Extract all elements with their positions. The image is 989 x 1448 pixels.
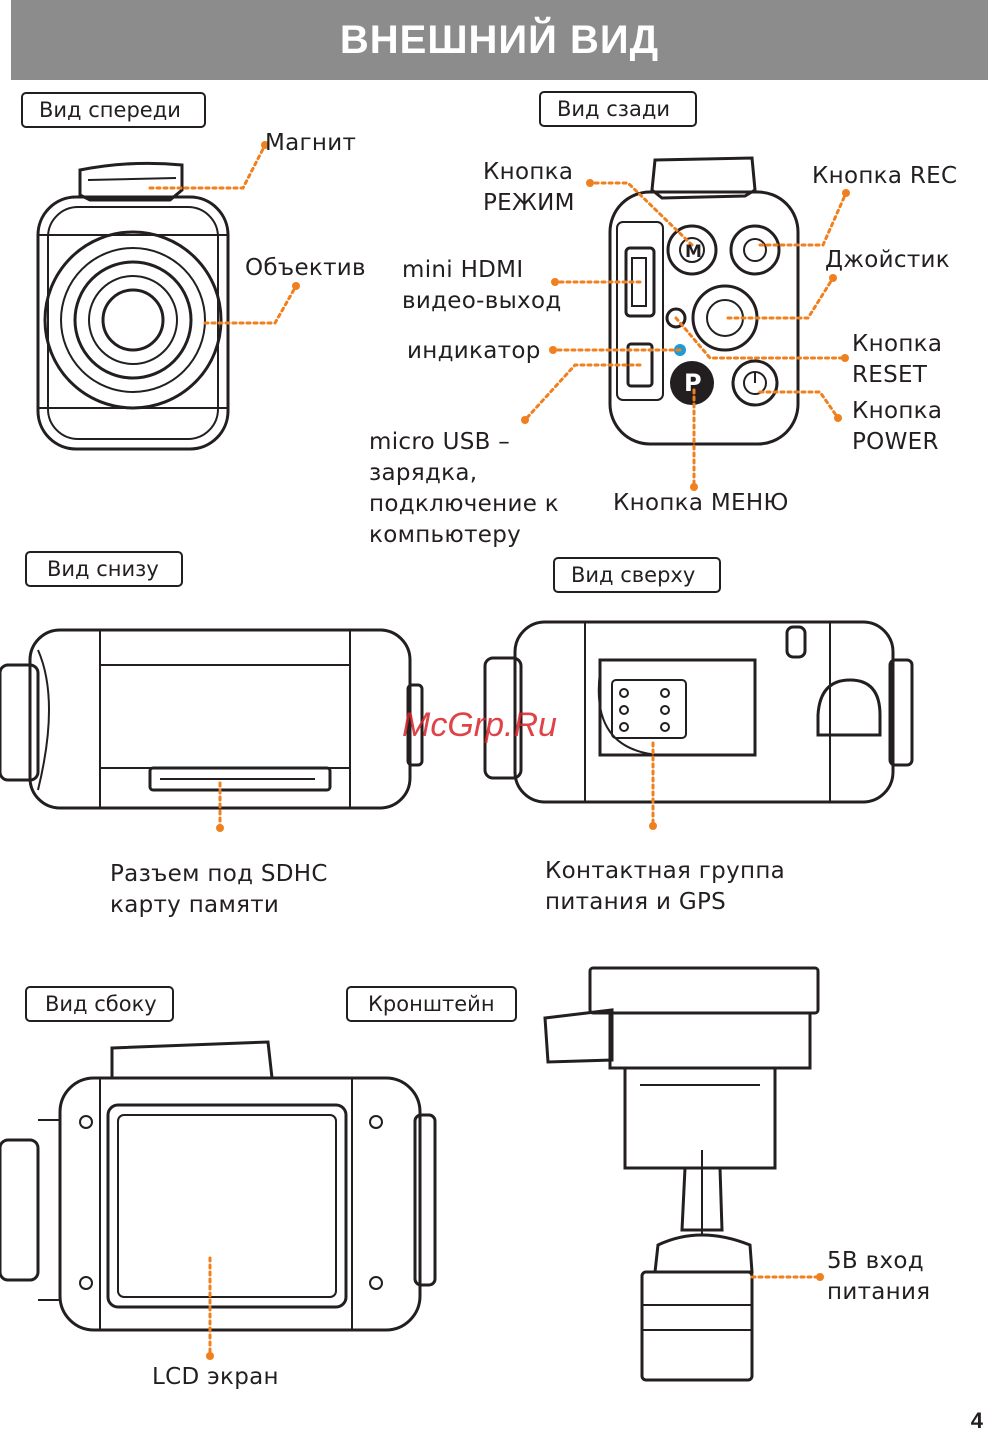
joystick-label: Джойстик <box>825 247 950 273</box>
hdmi-label: mini HDMI видео-выход <box>402 257 562 314</box>
power-button-label: Кнопка POWER <box>852 398 943 455</box>
mode-button-glyph: M <box>685 242 703 262</box>
front-view-tag: Вид спереди <box>21 92 206 128</box>
top-view-tag: Вид сверху <box>553 557 721 593</box>
bracket-tag: Кронштейн <box>346 986 517 1022</box>
contacts-label: Контактная группа питания и GPS <box>545 858 786 915</box>
magnet-label: Магнит <box>265 130 357 156</box>
front-view-camera <box>36 161 230 451</box>
watermark: McGrp.Ru <box>402 706 557 744</box>
power-icon <box>745 373 765 393</box>
page-title: ВНЕШНИЙ ВИД <box>339 18 660 62</box>
page-number: 4 <box>970 1408 983 1433</box>
lcd-label: LCD экран <box>152 1364 279 1390</box>
back-view-camera <box>608 156 800 446</box>
reset-button-label: Кнопка RESET <box>852 331 943 388</box>
menu-button-label: Кнопка МЕНЮ <box>613 490 789 516</box>
sd-slot-label: Разъем под SDHC карту памяти <box>110 861 328 918</box>
bottom-view-camera <box>0 628 424 810</box>
menu-button-glyph: P <box>684 369 702 397</box>
side-view-tag: Вид сбоку <box>25 986 174 1022</box>
power-input-label: 5В вход питания <box>827 1248 931 1305</box>
leader-lines <box>148 141 850 1360</box>
page-header: ВНЕШНИЙ ВИД <box>11 0 988 80</box>
rec-button-label: Кнопка REC <box>812 163 958 189</box>
usb-label: micro USB – зарядка, подключение к компь… <box>369 429 559 548</box>
mode-button-label: Кнопка РЕЖИМ <box>483 159 575 216</box>
back-view-tag: Вид сзади <box>539 91 697 127</box>
bracket-drawing <box>543 966 820 1382</box>
indicator-label: индикатор <box>407 338 541 364</box>
lens-label: Объектив <box>245 255 366 281</box>
bottom-view-tag: Вид снизу <box>25 551 183 587</box>
top-view-camera <box>483 620 914 804</box>
side-view-camera <box>0 1040 437 1332</box>
